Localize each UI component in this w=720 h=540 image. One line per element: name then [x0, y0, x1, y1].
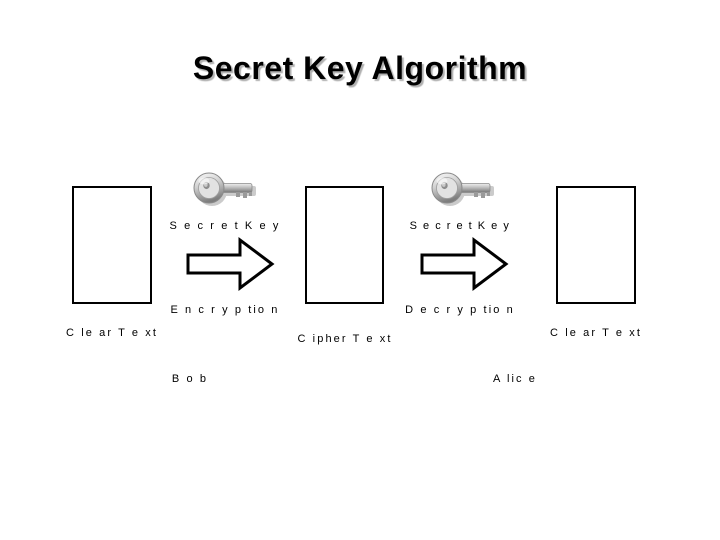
page-title: Secret Key Algorithm	[192, 50, 528, 86]
clear-text-box-left	[72, 186, 152, 304]
cipher-text-label: C ipher T e xt	[297, 333, 393, 345]
secret-key-label-decryption: S e c r e t K e y	[409, 220, 511, 232]
clear-text-label-left: C le ar T e xt	[66, 327, 158, 339]
encryption-label: E n c r y p tio n	[170, 304, 280, 316]
cipher-text-box	[305, 186, 384, 304]
decryption-label: D e c r y p tio n	[405, 304, 515, 316]
actor-label-bob: B o b	[171, 373, 209, 385]
block-arrow-right-icon	[184, 236, 276, 292]
clear-text-box-right	[556, 186, 636, 304]
clear-text-label-right: C le ar T e xt	[550, 327, 642, 339]
block-arrow-right-icon	[418, 236, 510, 292]
key-icon	[428, 168, 496, 208]
secret-key-label-encryption: S e c r e t K e y	[169, 220, 281, 232]
actor-label-alice: A lic e	[492, 373, 538, 385]
key-icon	[190, 168, 258, 208]
